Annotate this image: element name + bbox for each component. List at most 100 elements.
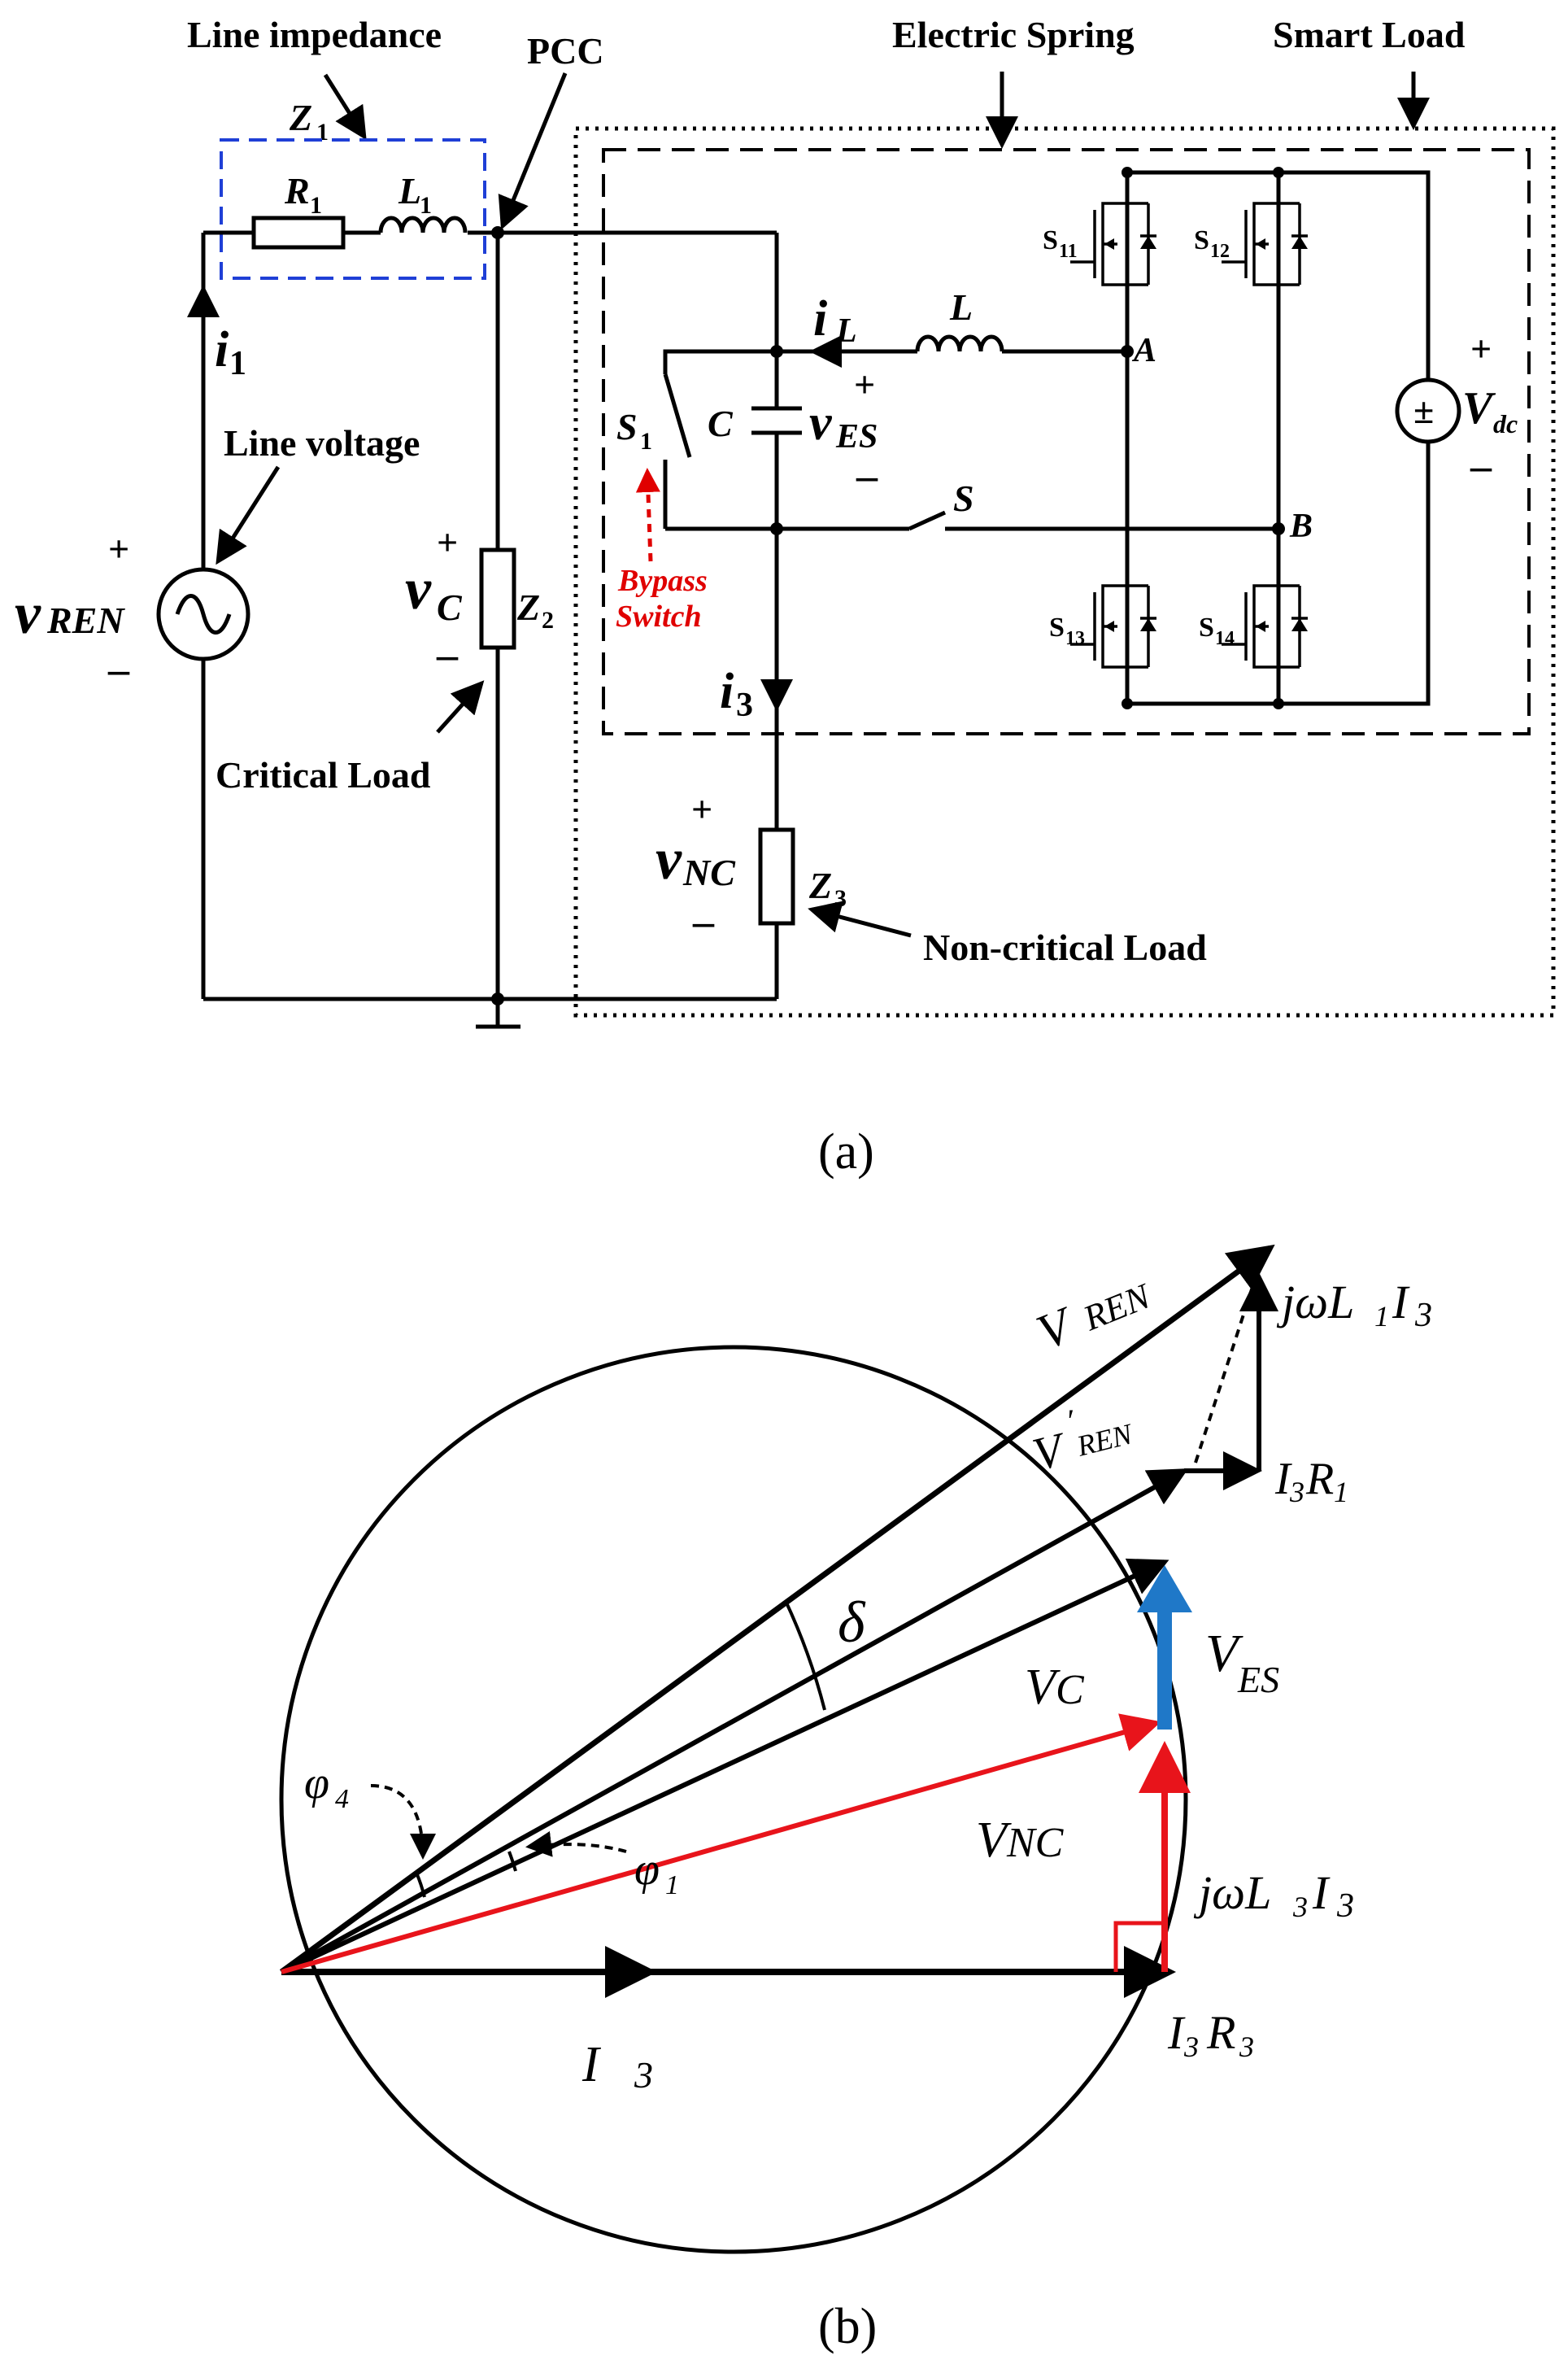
z1-sub: 1 bbox=[316, 119, 329, 146]
phasor-circle bbox=[279, 1345, 1188, 2254]
i3-text: i bbox=[720, 664, 734, 719]
r1-text: R bbox=[284, 170, 310, 212]
v-es-phasor-label: V ES bbox=[1205, 1624, 1279, 1700]
delta-label: δ bbox=[838, 1590, 866, 1655]
s11-text: S bbox=[1043, 225, 1058, 255]
i3r3-i-sub: 3 bbox=[1183, 2031, 1199, 2063]
phasor-diagram: V REN jωL 1 I 3 V ' REN I 3 R 1 δ V C V … bbox=[279, 1244, 1432, 2254]
s1-text: S bbox=[616, 406, 638, 447]
h-bridge-rails bbox=[1125, 170, 1428, 706]
dc-source bbox=[1395, 377, 1461, 444]
pcc-node bbox=[491, 226, 504, 239]
s12-sub: 12 bbox=[1210, 241, 1230, 262]
v-nc-text: v bbox=[656, 827, 682, 892]
jwl3-sub2: 3 bbox=[1336, 1887, 1354, 1925]
vdc-text: V bbox=[1462, 383, 1496, 434]
bypass-label-line1: Bypass bbox=[617, 564, 708, 598]
il-label: i L bbox=[813, 291, 857, 350]
s12-label: S 12 bbox=[1194, 225, 1230, 262]
v-c-b-text: V bbox=[1025, 1660, 1061, 1715]
electric-spring-boundary bbox=[602, 148, 1531, 735]
i3-phasor-label: I 3 bbox=[581, 2037, 653, 2096]
phi4-text: φ bbox=[304, 1758, 329, 1808]
mosfet-s14 bbox=[1222, 555, 1308, 698]
s11-sub: 11 bbox=[1059, 241, 1078, 262]
l1-text: L bbox=[398, 170, 421, 212]
i3r1-r-sub: 1 bbox=[1334, 1476, 1348, 1508]
z3-text: Z bbox=[808, 865, 832, 906]
node-b bbox=[1272, 522, 1285, 535]
i1-text: i bbox=[215, 322, 229, 377]
z3-impedance bbox=[758, 827, 795, 926]
i1-sub: 1 bbox=[229, 345, 246, 382]
phi1-pointer bbox=[525, 1830, 627, 1857]
v-c-phasor bbox=[280, 1558, 1169, 1974]
node-b-label: B bbox=[1289, 508, 1313, 545]
dc-source-wiring bbox=[1278, 170, 1431, 706]
c-text: C bbox=[708, 403, 734, 444]
i3r3-i: I bbox=[1167, 2006, 1186, 2059]
phi1-sub: 1 bbox=[665, 1870, 679, 1900]
capacitor-c bbox=[751, 406, 802, 435]
i3-r3-label: I 3 R 3 bbox=[1167, 2006, 1254, 2063]
i3r3-r-sub: 3 bbox=[1239, 2031, 1254, 2063]
i3r1-i: I bbox=[1274, 1454, 1292, 1504]
line-voltage-label: Line voltage bbox=[224, 422, 420, 464]
sine-icon bbox=[175, 594, 232, 635]
bypass-switch-s1 bbox=[663, 373, 692, 458]
z3-sub: 3 bbox=[834, 885, 847, 912]
node-a bbox=[1121, 345, 1134, 358]
line-voltage-pointer-arrow bbox=[216, 465, 281, 565]
v-c-phasor-label: V C bbox=[1025, 1660, 1085, 1715]
v-nc-phasor-label: V NC bbox=[976, 1812, 1065, 1868]
v-c-text: v bbox=[405, 556, 432, 622]
phi1-text: φ bbox=[634, 1844, 660, 1895]
phi1-label: φ 1 bbox=[634, 1844, 679, 1900]
v-es-arrowhead bbox=[1137, 1565, 1192, 1612]
i3-r1-label: I 3 R 1 bbox=[1274, 1454, 1348, 1508]
z2-impedance bbox=[479, 547, 516, 650]
phi4-pointer bbox=[370, 1784, 436, 1860]
i3-sub: 3 bbox=[736, 687, 753, 724]
bypass-switch-pointer-arrow bbox=[635, 468, 660, 562]
s1-label: S 1 bbox=[616, 406, 652, 455]
v-c-plus: + bbox=[437, 521, 458, 563]
v-es-minus: – bbox=[856, 453, 878, 499]
pcc-pointer-arrow bbox=[498, 72, 568, 230]
mosfet-s12 bbox=[1222, 172, 1308, 316]
j-omega-l3-i3-label: jωL 3 I 3 bbox=[1193, 1866, 1354, 1925]
pcc-label: PCC bbox=[527, 30, 604, 72]
s13-text: S bbox=[1049, 613, 1065, 643]
v-ren-prime-sup: ' bbox=[1065, 1402, 1074, 1439]
s1-sub: 1 bbox=[640, 428, 652, 455]
mosfet-s11 bbox=[1070, 172, 1156, 316]
dc-source-pm-icon: ± bbox=[1413, 390, 1434, 431]
electric-spring-label: Electric Spring bbox=[892, 14, 1135, 55]
right-angle-marker bbox=[1113, 1921, 1165, 1972]
v-ren-b-text: V bbox=[1030, 1296, 1083, 1361]
s13-label: S 13 bbox=[1049, 613, 1085, 649]
bypass-label-line2: Switch bbox=[616, 600, 702, 634]
v-nc-b-text: V bbox=[976, 1812, 1012, 1868]
z1-pointer-arrow bbox=[323, 73, 367, 141]
phi1-angle-arc bbox=[507, 1851, 517, 1872]
r1-sub: 1 bbox=[310, 192, 322, 219]
jwl3-i: I bbox=[1312, 1866, 1331, 1919]
line-impedance-box bbox=[220, 138, 486, 280]
v-c-minus: – bbox=[436, 632, 459, 678]
bypass-switch-wiring bbox=[663, 349, 777, 531]
phi4-sub: 4 bbox=[335, 1784, 349, 1814]
v-ren-phasor bbox=[279, 1244, 1275, 1974]
c-label: C bbox=[708, 403, 734, 444]
v-c-label: v C bbox=[405, 556, 463, 628]
jwl1-text: jωL bbox=[1276, 1276, 1354, 1328]
i3r3-r: R bbox=[1206, 2006, 1235, 2059]
line-impedance-label: Line impedance bbox=[187, 14, 442, 55]
smart-load-label: Smart Load bbox=[1273, 14, 1466, 55]
z2-sub: 2 bbox=[542, 607, 554, 634]
j-omega-l1-i3-label: jωL 1 I 3 bbox=[1276, 1276, 1432, 1334]
s-label: S bbox=[953, 478, 974, 519]
i3-b-sub: 3 bbox=[634, 2054, 653, 2096]
l1-sub: 1 bbox=[420, 192, 432, 219]
